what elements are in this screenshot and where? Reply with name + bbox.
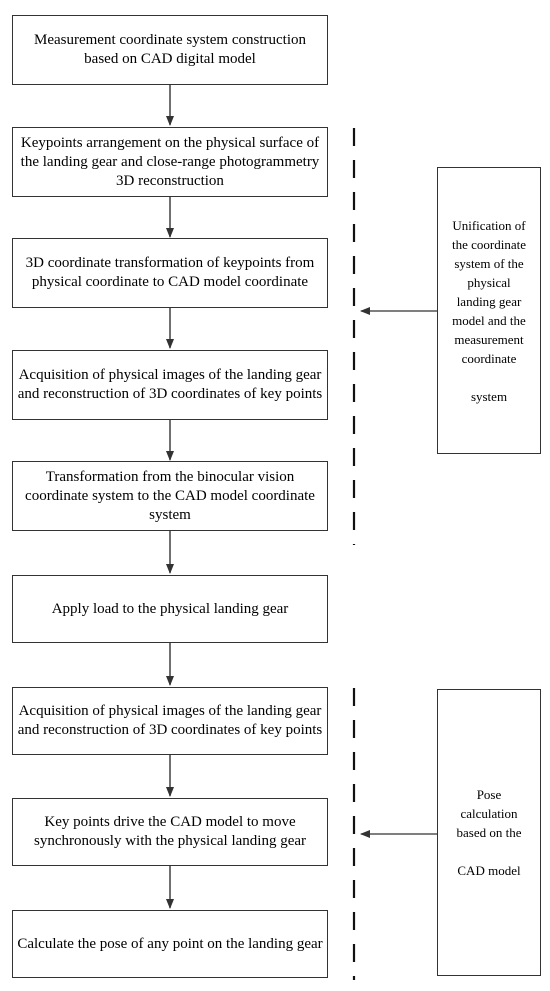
step-2-text: Keypoints arrangement on the physical su… (20, 134, 320, 189)
pose-note-text: Pose calculation based on the CAD model (456, 787, 522, 878)
unification-note-text: Unification of the coordinate system of … (452, 217, 526, 404)
unification-note-box: Unification of the coordinate system of … (437, 167, 541, 454)
step-2-box: Keypoints arrangement on the physical su… (12, 127, 328, 197)
pose-note-box: Pose calculation based on the CAD model (437, 689, 541, 976)
step-7-box: Acquisition of physical images of the la… (12, 687, 328, 755)
step-3-box: 3D coordinate transformation of keypoint… (12, 238, 328, 308)
step-6-box: Apply load to the physical landing gear (12, 575, 328, 643)
step-5-box: Transformation from the binocular vision… (12, 461, 328, 531)
step-8-text: Key points drive the CAD model to move s… (33, 814, 307, 849)
step-4-box: Acquisition of physical images of the la… (12, 350, 328, 420)
step-3-text: 3D coordinate transformation of keypoint… (25, 255, 315, 290)
step-9-text: Calculate the pose of any point on the l… (17, 935, 323, 952)
step-9-box: Calculate the pose of any point on the l… (12, 910, 328, 978)
step-7-text: Acquisition of physical images of the la… (17, 703, 323, 738)
step-1-text: Measurement coordinate system constructi… (33, 32, 306, 67)
step-8-box: Key points drive the CAD model to move s… (12, 798, 328, 866)
step-1-box: Measurement coordinate system constructi… (12, 15, 328, 85)
step-6-text: Apply load to the physical landing gear (51, 600, 289, 617)
step-5-text: Transformation from the binocular vision… (25, 468, 315, 523)
step-4-text: Acquisition of physical images of the la… (17, 367, 323, 402)
